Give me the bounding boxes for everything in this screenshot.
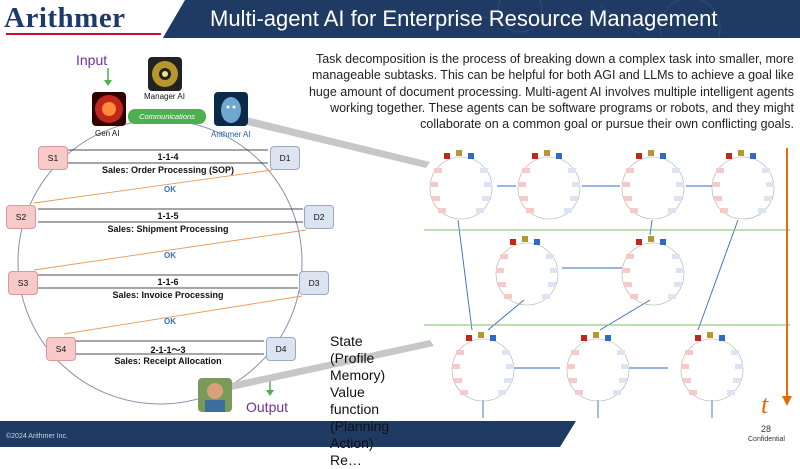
header-bar: Arithmer Multi-agent AI for Enterprise R… (0, 0, 800, 38)
state-text: State (Profile Memory) Value function (P… (330, 333, 390, 468)
mini-diagram-r1c4 (711, 150, 775, 220)
mini-diagram-r1c1 (429, 150, 493, 220)
manager-ai-avatar (148, 57, 182, 91)
logo-area: Arithmer (0, 0, 185, 38)
mini-diagram-r1c2 (517, 150, 581, 220)
task-code-1: 1-1-4 (157, 152, 179, 162)
output-label: Output (246, 399, 289, 415)
mini-diagram-r2c1 (495, 236, 559, 306)
gen-ai-avatar (92, 92, 126, 126)
task-code-3: 1-1-6 (157, 277, 179, 287)
input-label: Input (76, 52, 108, 68)
ok-label-1: OK (164, 185, 176, 194)
output-person-avatar (198, 378, 232, 412)
arithmer-ai-label: Arithmer AI (211, 130, 251, 139)
arithmer-logo: Arithmer (4, 2, 126, 34)
mini-diagram-r2c2 (621, 236, 685, 306)
confidential-label: Confidential (748, 436, 785, 443)
logo-underline (6, 33, 161, 35)
task-code-4: 2-1-1〜3 (150, 345, 186, 355)
node-d2: D2 (304, 205, 334, 229)
time-axis-label: t (761, 390, 769, 419)
copyright-text: ©2024 Arithmer Inc. (6, 433, 68, 440)
node-s3: S3 (8, 271, 38, 295)
mini-diagram-r3c3 (680, 332, 744, 402)
footer-bar (0, 421, 576, 447)
mini-diagram-r3c1 (451, 332, 515, 402)
task-code-2: 1-1-5 (157, 211, 179, 221)
mini-diagram-r3c2 (566, 332, 630, 402)
ok-label-2: OK (164, 251, 176, 260)
task-name-1: Sales: Order Processing (SOP) (101, 165, 235, 175)
gen-ai-label: Gen AI (95, 129, 120, 138)
page-title: Multi-agent AI for Enterprise Resource M… (210, 6, 718, 31)
task-name-4: Sales: Receipt Allocation (114, 356, 222, 366)
description-text: Task decomposition is the process of bre… (308, 52, 794, 132)
manager-ai-label: Manager AI (144, 92, 185, 101)
ok-label-3: OK (164, 317, 176, 326)
math-watermark (429, 0, 721, 38)
task-name-3: Sales: Invoice Processing (112, 290, 224, 300)
communications-badge: Communications (128, 109, 206, 124)
mini-diagram-r1c3 (621, 150, 685, 220)
arithmer-ai-avatar (214, 92, 248, 126)
node-d4: D4 (266, 337, 296, 361)
page-number: 28 (761, 424, 772, 434)
node-s2: S2 (6, 205, 36, 229)
task-name-2: Sales: Shipment Processing (107, 224, 229, 234)
node-s4: S4 (46, 337, 76, 361)
left-diagram-lines (17, 68, 792, 418)
node-s1: S1 (38, 146, 68, 170)
node-d3: D3 (299, 271, 329, 295)
node-d1: D1 (270, 146, 300, 170)
